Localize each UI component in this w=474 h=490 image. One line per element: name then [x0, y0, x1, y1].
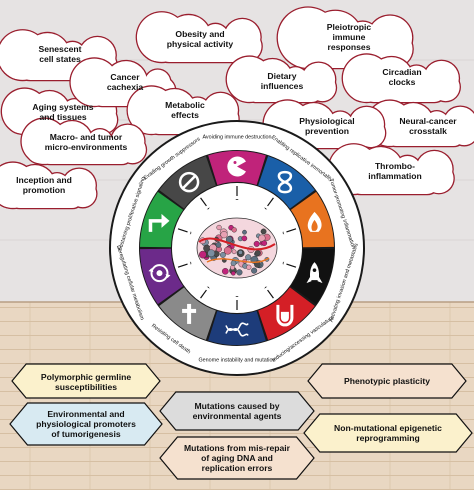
inward-arrow [177, 228, 192, 235]
cloud-label-thrombo: Thrombo- inflammation [368, 161, 422, 181]
cloud-pleiotropic [276, 6, 414, 70]
cloud-label-circadian: Circadian clocks [382, 67, 422, 87]
rocket-icon [306, 262, 323, 284]
cloud-label-pleiotropic: Pleiotropic immune responses [326, 22, 372, 52]
tumor-illustration-icon [196, 217, 278, 279]
cloud-macro [20, 117, 148, 166]
cloud-circadian [341, 53, 461, 104]
hex-label-environmental: Environmental and physiological promoter… [36, 409, 136, 439]
inward-arrow [264, 197, 274, 210]
cloud-label-senescent: Senescent cell states [38, 44, 82, 64]
cloud-obesity [135, 11, 263, 64]
vessel-icon [276, 304, 294, 327]
hallmark-label: Avoiding immune destruction [202, 135, 271, 141]
hex-phenotypic [307, 363, 467, 399]
inward-arrow [282, 261, 297, 268]
hallmark-label: Genome instability and mutation [198, 358, 275, 364]
cloud-label-physiological-prevention: Physiological prevention [299, 116, 355, 136]
inward-arrow [282, 228, 297, 235]
arrow-icon [148, 213, 170, 232]
hex-polymorphic [11, 363, 161, 399]
cloud-label-metabolic: Metabolic effects [165, 100, 205, 120]
inward-arrow [200, 286, 210, 299]
inward-arrow [177, 261, 192, 268]
hex-label-phenotypic: Phenotypic plasticity [344, 376, 430, 386]
cloud-label-neural-cancer: Neural-cancer crosstalk [399, 116, 457, 136]
hallmarks-wheel: Sustaining proliferative signalingEvadin… [109, 120, 365, 376]
cloud-label-inception: Inception and promotion [16, 175, 72, 195]
cloud-label-dietary: Dietary influences [260, 71, 304, 91]
infinity-icon [277, 170, 293, 194]
hex-label-mutations-env: Mutations caused by environmental agents [192, 401, 282, 421]
inward-arrow [235, 296, 239, 310]
pacman-icon [227, 156, 246, 177]
no-entry-icon [178, 171, 200, 193]
cloud-inception [0, 161, 98, 210]
cloud-label-obesity: Obesity and physical activity [166, 29, 234, 49]
hex-label-polymorphic: Polymorphic germline susceptibilities [40, 372, 132, 392]
hex-mutations-aging [159, 436, 315, 480]
hex-mutations-env [159, 391, 315, 431]
cloud-label-cancer-cachexia: Cancer cachexia [106, 72, 144, 92]
inward-arrow [264, 286, 274, 299]
cloud-dietary [225, 55, 338, 104]
hex-environmental [9, 402, 163, 446]
hex-label-non-mutational: Non-mutational epigenetic reprogramming [334, 423, 442, 443]
inward-arrow [200, 197, 210, 210]
dna-icon [225, 322, 249, 337]
hexagon-layer [9, 363, 473, 480]
cloud-metabolic [126, 85, 240, 136]
cloud-label-macro: Macro- and tumor micro-environments [44, 132, 128, 152]
inward-arrow [235, 186, 239, 200]
hallmark-segment [140, 248, 184, 305]
flame-icon [307, 211, 322, 232]
cloud-label-aging: Aging systems and tissues [32, 102, 94, 122]
cross-icon [182, 303, 197, 324]
cloud-layer [0, 6, 474, 210]
hallmark-segment [208, 311, 266, 345]
hex-non-mutational [303, 413, 473, 453]
metabolism-icon [148, 264, 171, 283]
hex-label-mutations-aging: Mutations from mis-repair of aging DNA a… [183, 443, 290, 473]
